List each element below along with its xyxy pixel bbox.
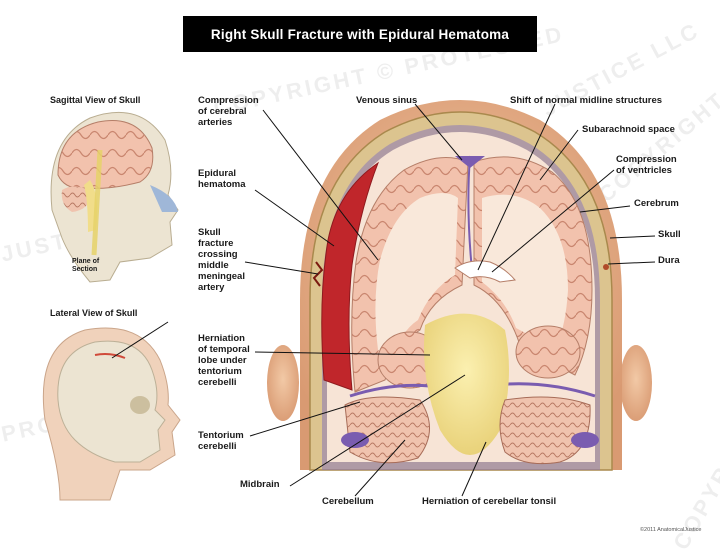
title-banner: Right Skull Fracture with Epidural Hemat… [183, 16, 537, 52]
page-title: Right Skull Fracture with Epidural Hemat… [211, 27, 509, 42]
right-ear [620, 345, 652, 421]
label-subarachnoid: Subarachnoid space [582, 124, 675, 135]
label-cerebellum: Cerebellum [322, 496, 374, 507]
label-compression-arteries: Compression of cerebral arteries [198, 95, 259, 128]
copyright-mark: ©2011 AnatomicalJustice [640, 527, 701, 533]
label-midbrain: Midbrain [240, 479, 280, 490]
label-skull: Skull [658, 229, 681, 240]
label-herniation-temporal: Herniation of temporal lobe under tentor… [198, 333, 250, 388]
label-epidural-hematoma: Epidural hematoma [198, 168, 246, 190]
diagram-stage: COPYRIGHT © PROTECTED ANATOMICAL JUSTICE… [0, 0, 720, 540]
right-temporal-lobe [516, 326, 580, 378]
lateral-heading: Lateral View of Skull [50, 308, 137, 319]
label-herniation-tonsil: Herniation of cerebellar tonsil [422, 496, 556, 507]
cerebellum-left [345, 397, 430, 463]
label-venous-sinus: Venous sinus [356, 95, 417, 106]
transverse-sinus-left [341, 432, 369, 448]
label-tentorium: Tentorium cerebelli [198, 430, 244, 452]
dura-marker [603, 264, 609, 270]
label-compression-ventricles: Compression of ventricles [616, 154, 677, 176]
label-skull-fracture: Skull fracture crossing middle meningeal… [198, 227, 245, 293]
anatomy-illustration [0, 0, 720, 540]
sagittal-inset [51, 112, 178, 282]
sagittal-heading: Sagittal View of Skull [50, 95, 140, 106]
coronal-section [267, 100, 652, 470]
label-cerebrum: Cerebrum [634, 198, 679, 209]
label-dura: Dura [658, 255, 680, 266]
label-midline-shift: Shift of normal midline structures [510, 95, 662, 106]
lateral-inset [43, 328, 180, 500]
transverse-sinus-right [571, 432, 599, 448]
left-ear [267, 345, 299, 421]
plane-label: Plane of Section [72, 258, 99, 274]
lateral-orbit [130, 396, 150, 414]
